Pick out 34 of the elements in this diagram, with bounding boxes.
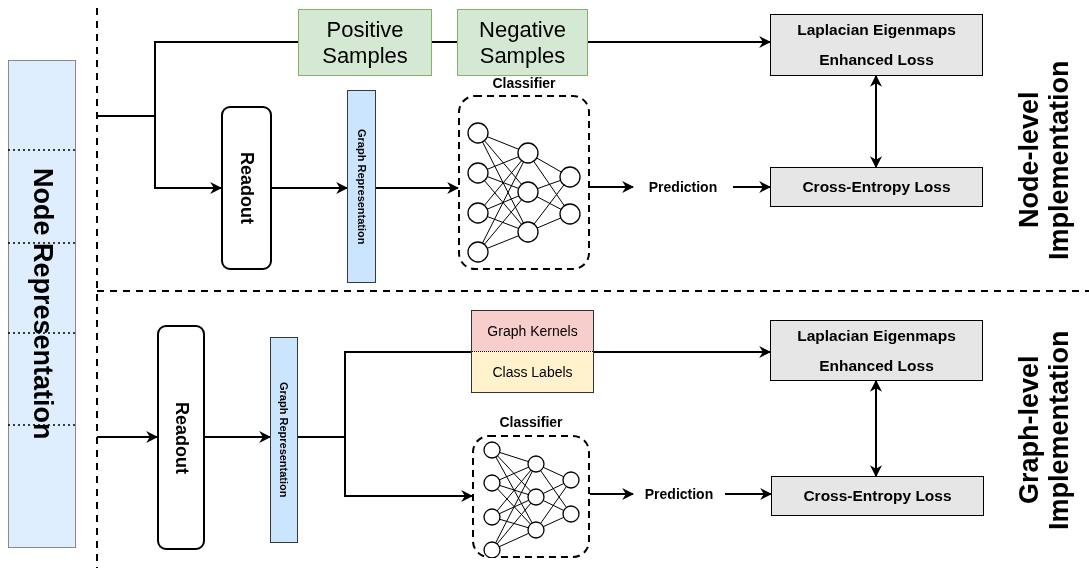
section-label: Graph Kernels — [472, 311, 593, 351]
stacked-box — [471, 310, 594, 393]
arrow — [870, 379, 882, 478]
loss-box: Laplacian Eigenmaps Enhanced Loss — [770, 14, 983, 76]
arrow — [271, 182, 349, 194]
arrow — [732, 181, 772, 193]
arrow — [375, 182, 460, 194]
readout-box: Readout — [157, 325, 205, 550]
readout-box: Readout — [221, 106, 272, 270]
section-title: Graph-level Implementation — [1015, 329, 1075, 532]
arrow — [593, 346, 772, 358]
connector-line — [431, 41, 458, 43]
loss-box: Cross-Entropy Loss — [770, 167, 983, 207]
classifier-heading: Classifier — [492, 76, 556, 93]
arrow — [589, 488, 635, 500]
node-representation-band: Node Representation — [8, 60, 76, 548]
arrow — [204, 431, 272, 443]
section-label: Class Labels — [472, 351, 593, 392]
prediction-label: Prediction — [648, 179, 718, 195]
representation-bar: Graph Representation — [270, 337, 298, 543]
loss-box: Cross-Entropy Loss — [771, 476, 984, 516]
arrow — [589, 181, 635, 193]
arrow — [724, 488, 773, 500]
prediction-label: Prediction — [644, 486, 714, 502]
arrow — [587, 36, 772, 48]
arrow — [96, 115, 223, 194]
section-title: Node-level Implementation — [1015, 59, 1075, 262]
classifier-heading: Classifier — [499, 415, 563, 432]
loss-box: Laplacian Eigenmaps Enhanced Loss — [770, 320, 983, 381]
sample-box: Negative Samples — [457, 9, 588, 76]
sample-box: Positive Samples — [298, 9, 432, 76]
arrow — [96, 431, 159, 443]
representation-bar: Graph Representation — [347, 90, 376, 283]
arrow — [870, 74, 882, 169]
